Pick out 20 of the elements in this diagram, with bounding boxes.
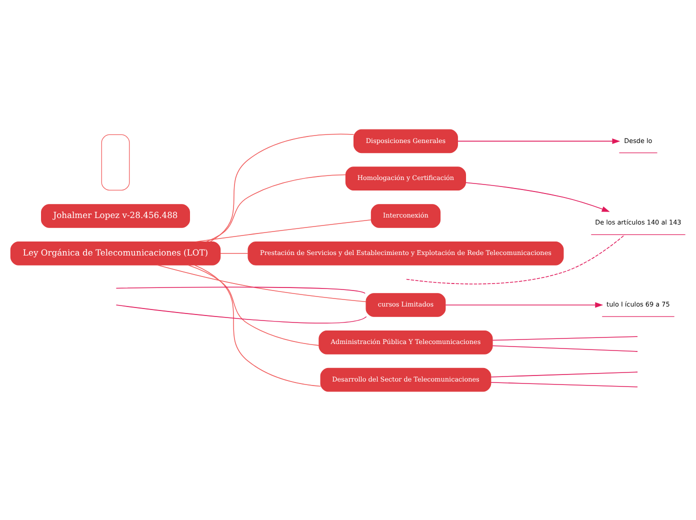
connector (196, 218, 372, 242)
connector (206, 174, 346, 242)
connector (210, 133, 354, 242)
connector (194, 264, 321, 386)
connector (188, 264, 320, 346)
connector (492, 336, 638, 340)
connector (116, 286, 366, 294)
arrow (465, 182, 610, 212)
arrow (457, 138, 620, 144)
arrow (445, 302, 604, 308)
node-box: Ley Orgánica de Telecomunicaciones (LOT) (10, 240, 221, 265)
connector (492, 344, 638, 352)
connector (156, 264, 366, 302)
connector (220, 252, 248, 254)
node-box: Johalmer Lopez v-28.456.488 (41, 204, 190, 228)
node-box (101, 134, 130, 190)
connector (490, 371, 638, 377)
connector (406, 234, 626, 284)
connector (490, 382, 638, 387)
connector (116, 304, 367, 323)
